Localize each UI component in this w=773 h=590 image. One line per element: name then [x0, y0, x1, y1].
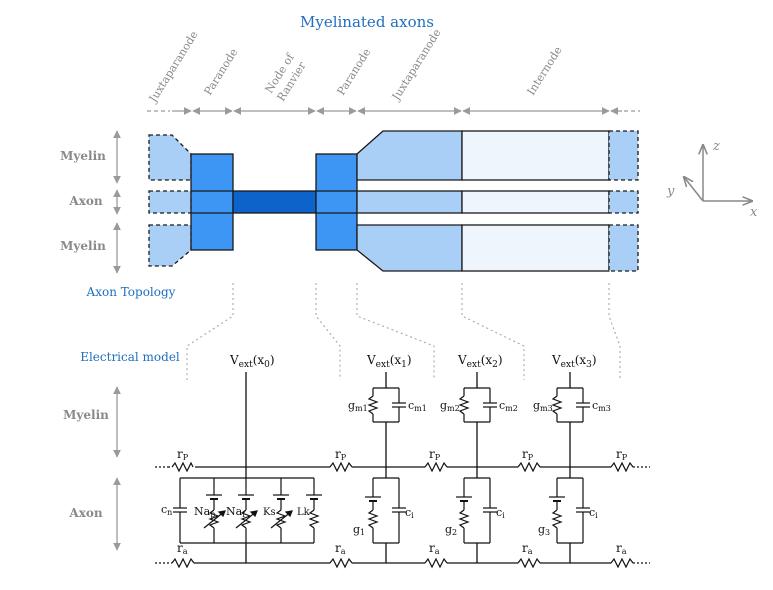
right-juxta-axon — [356, 190, 463, 214]
vext-x3-label: Vext(x3) — [551, 353, 597, 370]
label-ci-3: ci — [589, 506, 598, 520]
resistor-rp-0 — [171, 461, 194, 473]
node-of-ranvier — [232, 190, 317, 214]
left-paranode — [190, 153, 234, 251]
label-ra-0: ra — [177, 541, 188, 556]
resistor-rp-3 — [517, 461, 541, 473]
internode-axon — [461, 190, 610, 214]
segment-label-paranode-left: Paranode — [202, 46, 241, 97]
projection-lines — [186, 283, 621, 380]
circuit-wiring — [155, 372, 650, 564]
row-label-myelin-bottom: Myelin — [60, 239, 106, 253]
vext-labels: Vext(x0) Vext(x1) Vext(x2) Vext(x3) — [229, 353, 597, 370]
segment-label-paranode-right: Paranode — [335, 46, 374, 97]
right-juxta-myelin-top — [356, 130, 463, 181]
resistor-ra-4 — [610, 557, 634, 569]
left-juxta-axon — [148, 190, 192, 214]
label-cn: cn — [161, 503, 172, 517]
resistor-rp-1 — [329, 461, 353, 473]
internode-myelin-bottom — [461, 224, 610, 272]
axon-topology-label: Axon Topology — [86, 285, 176, 299]
label-cm3: cm3 — [592, 399, 611, 413]
label-gm1: gm1 — [348, 399, 368, 413]
label-g1: g1 — [353, 523, 365, 537]
series-resistors — [171, 461, 634, 569]
resistor-ra-2 — [424, 557, 448, 569]
resistor-rp-2 — [424, 461, 448, 473]
vext-x2-label: Vext(x2) — [457, 353, 503, 370]
axon-rc-1 — [365, 477, 406, 544]
axis-label-z: z — [712, 139, 720, 154]
segment-label-juxtaparanode-left: Juxtaparanode — [146, 29, 201, 106]
resistor-ra-3 — [517, 557, 541, 569]
diagram-title: Myelinated axons — [300, 13, 434, 31]
model-row-label-myelin: Myelin — [63, 408, 109, 422]
label-gm3: gm3 — [533, 399, 553, 413]
axon-rc-labels: g1 ci g2 ci g3 ci — [353, 506, 598, 537]
myelin-rc-3 — [551, 387, 590, 423]
label-naf: Naf — [226, 505, 246, 519]
row-label-axon: Axon — [68, 194, 102, 208]
right-edge-myelin-bottom — [608, 224, 639, 272]
coordinate-axes: z x y — [666, 139, 758, 220]
right-paranode — [315, 153, 358, 251]
right-edge-axon — [608, 190, 639, 214]
series-resistor-labels: rP rP rP rP rP ra ra ra ra ra — [177, 447, 628, 556]
axis-label-x: x — [750, 205, 758, 220]
label-rp-2: rP — [429, 447, 441, 462]
label-rp-4: rP — [616, 447, 628, 462]
label-cm2: cm2 — [499, 399, 518, 413]
node-channel-block — [173, 477, 322, 544]
label-ra-1: ra — [335, 541, 346, 556]
axon-rc-3 — [549, 477, 590, 544]
segment-labels: Juxtaparanode Paranode Node of Ranvier P… — [146, 27, 565, 106]
label-ra-2: ra — [429, 541, 440, 556]
axon-rc-2 — [456, 477, 497, 544]
myelin-rc-labels: gm1 cm1 gm2 cm2 gm3 cm3 — [348, 399, 611, 413]
label-ks: Ks — [263, 507, 276, 518]
segment-label-internode: Internode — [525, 44, 565, 97]
right-juxta-myelin-bottom — [356, 224, 463, 272]
electrical-model-label: Electrical model — [80, 350, 180, 364]
internode-myelin-top — [461, 130, 610, 181]
label-rp-3: rP — [522, 447, 534, 462]
label-g3: g3 — [538, 523, 550, 537]
axon-topology — [148, 130, 639, 272]
node-channel-labels: cn Nap Naf Ks Lk — [161, 503, 311, 519]
label-gm2: gm2 — [440, 399, 460, 413]
label-rp-1: rP — [335, 447, 347, 462]
label-ci-2: ci — [496, 506, 505, 520]
label-ci-1: ci — [405, 506, 414, 520]
segment-label-juxtaparanode-right: Juxtaparanode — [389, 27, 444, 104]
label-ra-4: ra — [616, 541, 627, 556]
right-edge-myelin-top — [608, 130, 639, 181]
label-cm1: cm1 — [408, 399, 427, 413]
label-lk: Lk — [297, 507, 311, 518]
label-nap: Nap — [194, 505, 215, 519]
label-g2: g2 — [445, 523, 457, 537]
model-row-label-axon: Axon — [68, 506, 102, 520]
left-juxta-myelin-top — [148, 134, 192, 181]
left-juxta-myelin-bottom — [148, 224, 192, 267]
resistor-rp-4 — [610, 461, 634, 473]
axis-label-y: y — [666, 184, 675, 199]
myelin-rc-1 — [367, 387, 406, 423]
myelin-rc-2 — [458, 387, 497, 423]
label-rp-0: rP — [177, 447, 189, 462]
row-label-myelin-top: Myelin — [60, 149, 106, 163]
resistor-ra-1 — [329, 557, 353, 569]
label-ra-3: ra — [522, 541, 533, 556]
vext-x0-label: Vext(x0) — [229, 353, 275, 370]
vext-x1-label: Vext(x1) — [366, 353, 412, 370]
resistor-ra-0 — [171, 557, 195, 569]
